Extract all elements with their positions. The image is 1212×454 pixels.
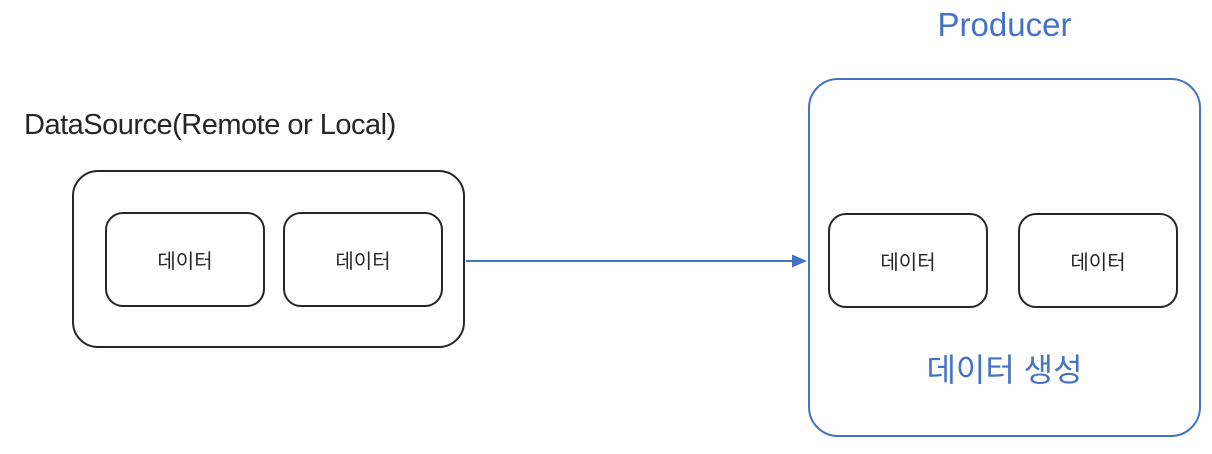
datasource-data-item: 데이터	[105, 212, 265, 307]
data-flow-arrow-icon	[466, 254, 807, 268]
producer-data-item: 데이터	[828, 213, 988, 308]
datasource-group-label: DataSource(Remote or Local)	[24, 109, 396, 141]
producer-data-item: 데이터	[1018, 213, 1178, 308]
datasource-box: 데이터 데이터	[72, 170, 465, 348]
datasource-data-item: 데이터	[283, 212, 443, 307]
producer-group-title: Producer	[937, 6, 1072, 43]
producer-box: 데이터 데이터 데이터 생성	[808, 78, 1201, 437]
producer-caption: 데이터 생성	[926, 352, 1083, 388]
